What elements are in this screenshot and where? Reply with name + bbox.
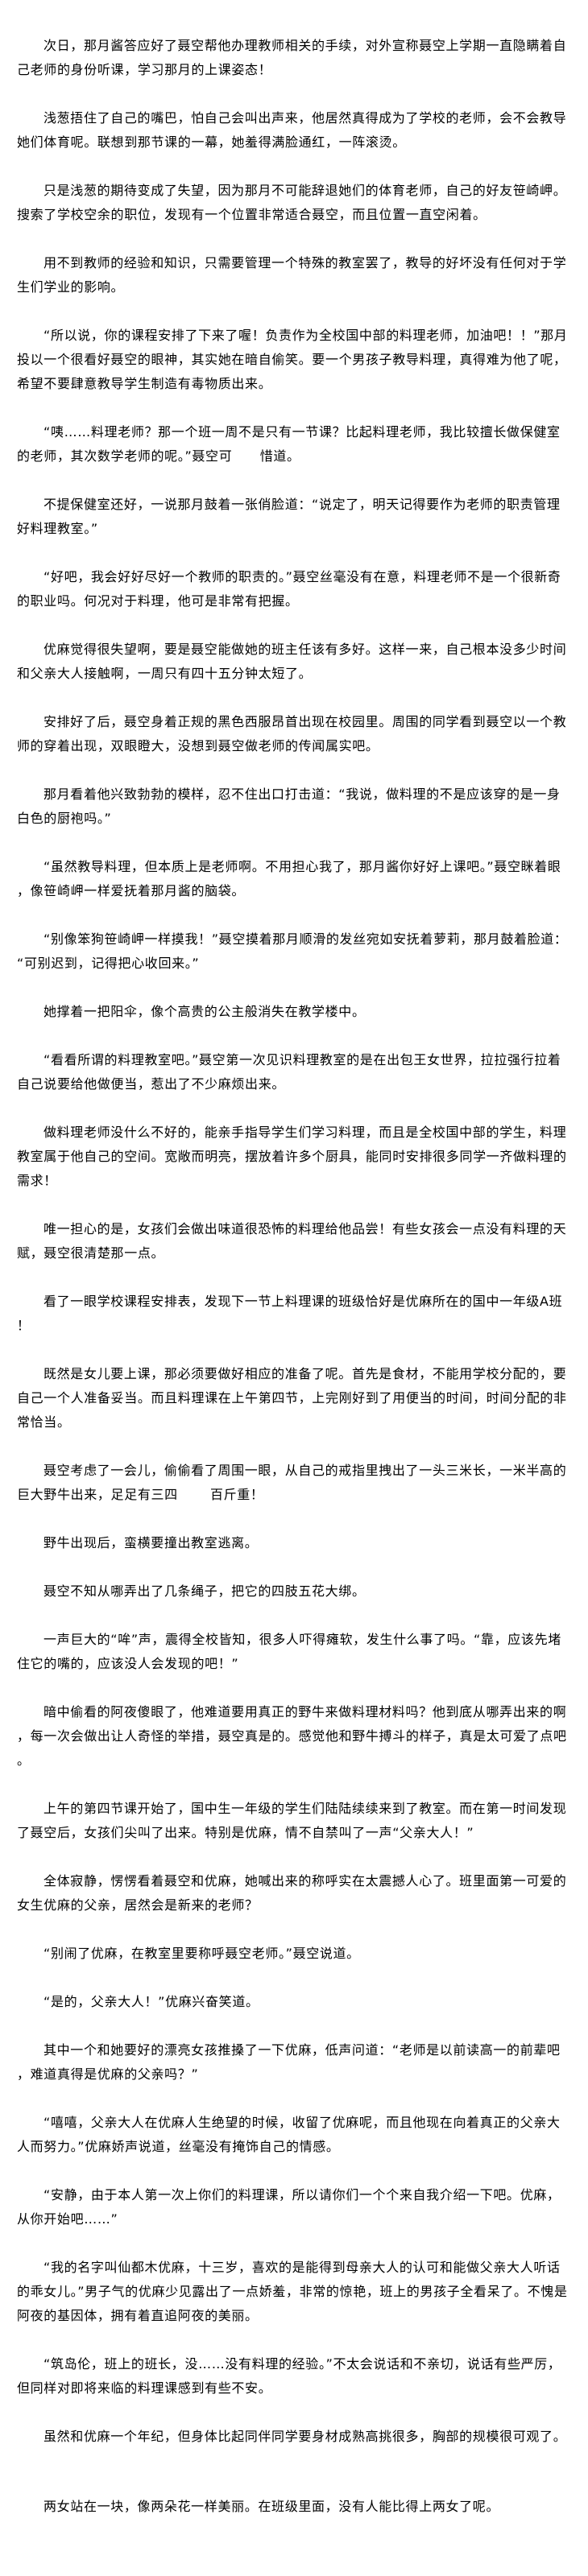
paragraph: 虽然和优麻一个年纪，但身体比起同伴同学要身材成熟高挑很多，胸部的规模很可观了。: [43, 2429, 567, 2444]
article-body: 次日，那月酱答应好了聂空帮他办理教师相关的手续，对外宣称聂空上学期一直隐瞒着自己…: [17, 34, 568, 2543]
paragraph: 用不到教师的经验和知识，只需要管理一个特殊的教室罢了，教导的好坏没有任何对于学生…: [17, 255, 567, 295]
paragraph: 聂空考虑了一会儿，偷偷看了周围一眼，从自己的戒指里拽出了一头三米长，一米半高的巨…: [17, 1463, 567, 1502]
paragraph: 其中一个和她要好的漂亮女孩推搡了一下优麻，低声问道：“老师是以前读高一的前辈吧，…: [17, 2042, 561, 2082]
paragraph: 安排好了后，聂空身着正规的黑色西服昂首出现在校园里。周围的同学看到聂空以一个教师…: [17, 714, 567, 753]
paragraph: 浅葱捂住了自己的嘴巴，怕自己会叫出声来，他居然真得成为了学校的老师，会不会教导她…: [17, 110, 567, 150]
paragraph: 次日，那月酱答应好了聂空帮他办理教师相关的手续，对外宣称聂空上学期一直隐瞒着自己…: [17, 38, 567, 77]
paragraph: 既然是女儿要上课，那必须要做好相应的准备了呢。首先是食材，不能用学校分配的，要自…: [17, 1366, 567, 1430]
paragraph: “我的名字叫仙都木优麻，十三岁，喜欢的是能得到母亲大人的认可和能做父亲大人听话的…: [17, 2260, 568, 2323]
paragraph: “嘻嘻，父亲大人在优麻人生绝望的时候，收留了优麻呢，而且他现在向着真正的父亲大人…: [17, 2115, 561, 2154]
paragraph: 一声巨大的“哞”声，震得全校皆知，很多人吓得瘫软，发生什么事了吗。“靠，应该先堵…: [17, 1632, 561, 1671]
paragraph: “别像笨狗笹崎岬一样摸我！”聂空摸着那月顺滑的发丝宛如安抚着萝莉，那月鼓着脸道：…: [17, 931, 568, 971]
paragraph: 只是浅葱的期待变成了失望，因为那月不可能辞退她们的体育老师，自己的好友笹崎岬。搜…: [17, 183, 567, 222]
paragraph: 看了一眼学校课程安排表，发现下一节上料理课的班级恰好是优麻所在的国中一年级A班！: [17, 1294, 563, 1333]
paragraph: 她撑着一把阳伞，像个高贵的公主般消失在教学楼中。: [43, 1004, 366, 1019]
paragraph: “别闹了优麻，在教室里要称呼聂空老师。”聂空说道。: [43, 1946, 360, 1961]
paragraph: 那月看着他兴致勃勃的模样，忍不住出口打击道：“我说，做料理的不是应该穿的是一身白…: [17, 786, 561, 826]
paragraph: “所以说，你的课程安排了下来了喔！负责作为全校国中部的料理老师，加油吧！！”那月…: [17, 328, 568, 391]
paragraph: 全体寂静，愣愣看着聂空和优麻，她喊出来的称呼实在太震撼人心了。班里面第一可爱的女…: [17, 1873, 567, 1913]
paragraph: “虽然教导料理，但本质上是老师啊。不用担心我了，那月酱你好好上课吧。”聂空眯着眼…: [17, 859, 561, 898]
paragraph: 聂空不知从哪弄出了几条绳子，把它的四肢五花大绑。: [43, 1583, 366, 1599]
paragraph: “好吧，我会好好尽好一个教师的职责的。”聂空丝毫没有在意，料理老师不是一个很新奇…: [17, 569, 561, 609]
paragraph: 不提保健室还好，一说那月鼓着一张俏脸道：“说定了，明天记得要作为老师的职责管理好…: [17, 497, 561, 536]
paragraph: “看看所谓的料理教室吧。”聂空第一次见识料理教室的是在出包王女世界，拉拉强行拉着…: [17, 1052, 561, 1092]
paragraph: 上午的第四节课开始了，国中生一年级的学生们陆陆续续来到了教室。而在第一时间发现了…: [17, 1801, 567, 1840]
paragraph: “是的，父亲大人！”优麻兴奋笑道。: [43, 1994, 259, 2009]
paragraph: “筑岛伦，班上的班长，没……没有料理的经验。”不太会说话和不亲切，说话有些严厉，…: [17, 2356, 561, 2396]
paragraph: 做料理老师没什么不好的，能亲手指导学生们学习料理，而且是全校国中部的学生，料理教…: [17, 1125, 567, 1188]
paragraph: 优麻觉得很失望啊，要是聂空能做她的班主任该有多好。这样一来，自己根本没多少时间和…: [17, 642, 567, 681]
paragraph: 暗中偷看的阿夜傻眼了，他难道要用真正的野牛来做料理材料吗？他到底从哪弄出来的啊，…: [17, 1704, 567, 1768]
paragraph: “咦……料理老师？那一个班一周不是只有一节课？比起料理老师，我比较擅长做保健室的…: [17, 424, 561, 464]
paragraph: 唯一担心的是，女孩们会做出味道很恐怖的料理给他品尝！有些女孩会一点没有料理的天赋…: [17, 1221, 567, 1261]
paragraph: “安静，由于本人第一次上你们的料理课，所以请你们一个个来自我介绍一下吧。优麻，从…: [17, 2187, 561, 2227]
paragraph: 野牛出现后，蛮横要撞出教室逃离。: [43, 1535, 259, 1550]
paragraph: 两女站在一块，像两朵花一样美丽。在班级里面，没有人能比得上两女了呢。: [43, 2499, 500, 2514]
